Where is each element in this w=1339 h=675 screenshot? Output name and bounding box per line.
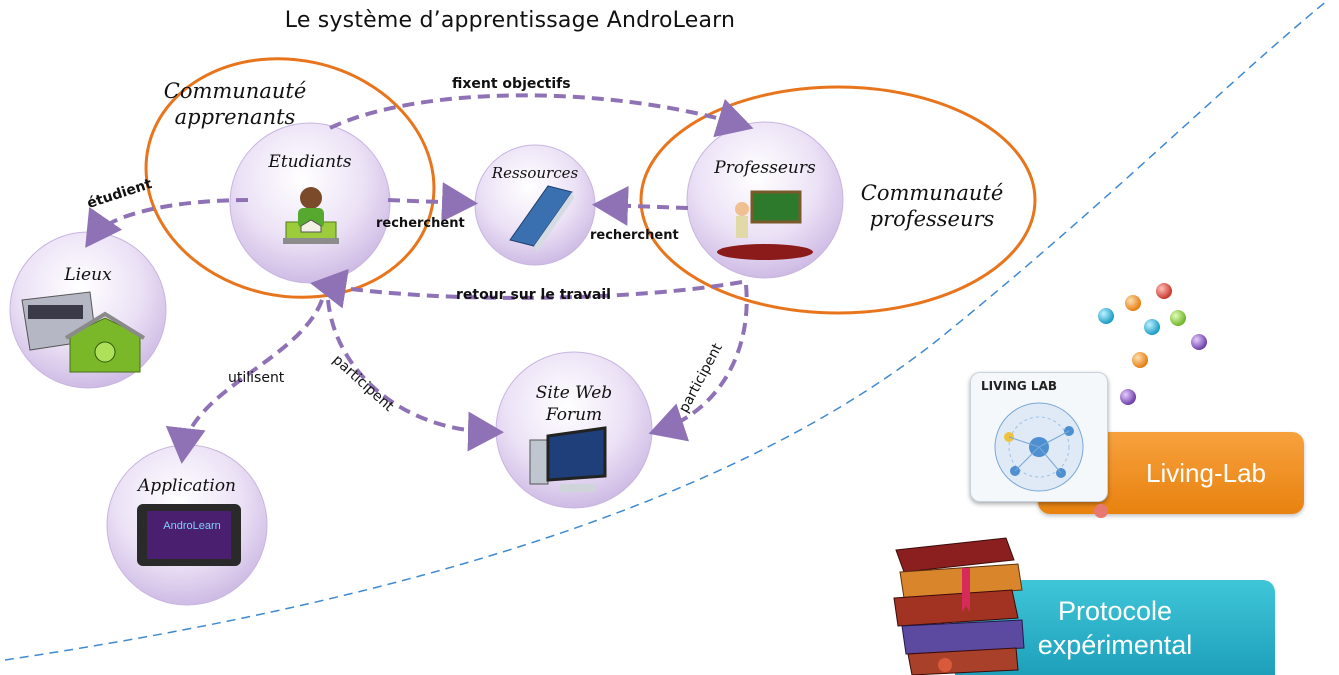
protocole-label: Protocole expérimental (1038, 594, 1193, 662)
books-stack-icon (893, 537, 1025, 675)
arrow-participent-etudiants (326, 299, 504, 452)
living-lab-card-title: LIVING LAB (981, 379, 1058, 393)
node-ressources (474, 144, 596, 266)
protocole-dot (938, 658, 952, 672)
site-label-line1: Site Web (535, 383, 613, 403)
node-label-ressources: Ressources (491, 164, 579, 182)
node-label-lieux: Lieux (64, 265, 112, 285)
label-communaute-professeurs: Communauté professeurs (842, 180, 1022, 232)
dashed-separator-curve (4, 0, 1329, 661)
node-professeurs (686, 121, 844, 279)
edge-label-recherchent-etudiants: recherchent (376, 216, 465, 231)
living-lab-network-icon (994, 402, 1084, 492)
node-label-application: Application (137, 476, 237, 496)
ellipse-communaute-professeurs (639, 85, 1037, 315)
arrow-professeurs-ressources (592, 185, 689, 226)
ellipse-communaute-apprenants (144, 57, 436, 299)
node-label-professeurs: Professeurs (714, 158, 816, 178)
phone-icon (137, 504, 241, 566)
node-etudiants (229, 122, 391, 284)
node-label-etudiants: Etudiants (268, 152, 352, 172)
site-label-line2: Forum (545, 405, 603, 425)
arrow-etudiants-ressources (387, 182, 478, 223)
arrow-fixent-objectifs (329, 93, 754, 138)
app-screen-brand: AndroLearn (163, 520, 221, 532)
label-communaute-apprenants: Communauté apprenants (150, 78, 320, 130)
node-application (106, 444, 268, 606)
living-lab-label: Living-Lab (1146, 457, 1266, 488)
communaute-professeurs-line2: professeurs (869, 207, 995, 231)
protocole-line2: expérimental (1037, 629, 1193, 660)
book-icon (509, 185, 574, 252)
arrow-utilisent (165, 299, 324, 464)
communaute-professeurs-line1: Communauté (860, 181, 1004, 205)
student-icon (283, 187, 339, 244)
arrow-participent-professeurs (648, 284, 749, 442)
communaute-apprenants-line1: Communauté (163, 79, 307, 103)
edge-label-recherchent-professeurs: recherchent (590, 228, 679, 243)
node-lieux (9, 231, 167, 389)
molecule-balls-decoration (1098, 283, 1207, 405)
node-site (495, 351, 653, 509)
computer-icon (529, 426, 607, 492)
arrow-retour (310, 268, 743, 309)
node-label-site: Site Web Forum (500, 382, 648, 426)
protocole-line1: Protocole (1057, 595, 1173, 626)
living-lab-card: LIVING LAB (970, 372, 1108, 502)
diagram-title: Le système d’apprentissage AndroLearn (284, 8, 736, 33)
tram-house-icon (21, 291, 146, 373)
arrow-etudient (85, 198, 249, 248)
communaute-apprenants-line2: apprenants (174, 105, 296, 129)
teacher-icon (717, 190, 813, 260)
edge-label-fixent-objectifs: fixent objectifs (452, 76, 571, 92)
edge-label-retour: retour sur le travail (456, 287, 611, 303)
living-lab-dot (1094, 504, 1108, 518)
edge-label-utilisent: utilisent (228, 370, 285, 386)
